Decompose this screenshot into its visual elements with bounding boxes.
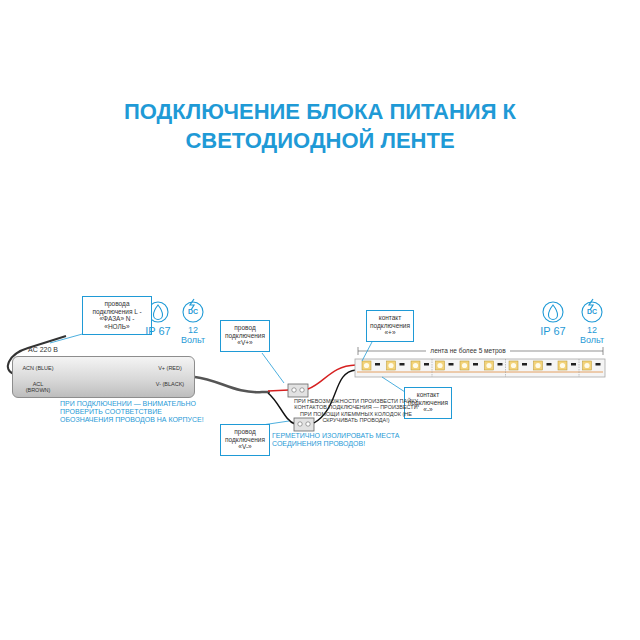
dc-mark: DC: [183, 308, 203, 316]
warning-note: ГЕРМЕТИЧНО ИЗОЛИРОВАТЬ МЕСТА СОЕДИНЕНИЯ …: [272, 432, 412, 448]
led-chips: [357, 359, 603, 377]
red-wire: [268, 390, 289, 391]
warning-note: ПРИ ПОДКЛЮЧЕНИИ — ВНИМАТЕЛЬНО ПРОВЕРИТЬ …: [60, 400, 206, 424]
diagram-title: ПОДКЛЮЧЕНИЕ БЛОКА ПИТАНИЯ К СВЕТОДИОДНОЙ…: [120, 98, 520, 155]
callout-text: провод подключения «V-»: [224, 428, 266, 451]
callout-box: провода подключения L - «ФАЗА» N - «НОЛЬ…: [82, 296, 152, 335]
note: ПРИ НЕВОЗМОЖНОСТИ ПРОИЗВЕСТИ ПАЙКУ КОНТА…: [290, 398, 422, 423]
dc-icon: [183, 299, 203, 322]
dc-mark: DC: [582, 308, 602, 316]
terminal-block: [294, 418, 314, 431]
voltage-rating: 12 Вольт: [578, 325, 606, 346]
callout-box: провод подключения «V+»: [220, 320, 270, 352]
terminal-marking: ACN (BLUE): [21, 365, 55, 371]
callout-text: провод подключения «V+»: [224, 324, 266, 347]
callout-text: провода подключения L - «ФАЗА» N - «НОЛЬ…: [86, 300, 148, 331]
terminal-block: [288, 384, 308, 397]
callout-box: контакт подключения «+»: [366, 310, 414, 342]
red-wire: [308, 365, 356, 389]
dimension-label: лента не более 5 метров: [426, 347, 510, 354]
ip-icon: [543, 302, 563, 322]
terminal-marking: ACL (BROWN): [21, 381, 55, 393]
callout-text: контакт подключения «+»: [370, 314, 410, 337]
callout-box: провод подключения «V-»: [220, 424, 270, 456]
terminal-marking: V+ (RED): [153, 365, 187, 371]
ip-rating: IP 67: [533, 325, 573, 338]
dimension-line: [358, 347, 603, 355]
black-wire: [268, 393, 295, 424]
output-cable: [195, 377, 270, 392]
led-strip: [355, 359, 605, 377]
voltage-rating: 12 Вольт: [179, 325, 207, 346]
terminal-marking: V- (BLACK): [153, 381, 187, 387]
dc-icon: [582, 299, 602, 322]
voltage-label: AC 220 В: [28, 346, 68, 354]
power-supply-unit: ACN (BLUE) ACL (BROWN) V+ (RED) V- (BLACK): [12, 356, 195, 398]
ip-rating: IP 67: [138, 325, 178, 338]
